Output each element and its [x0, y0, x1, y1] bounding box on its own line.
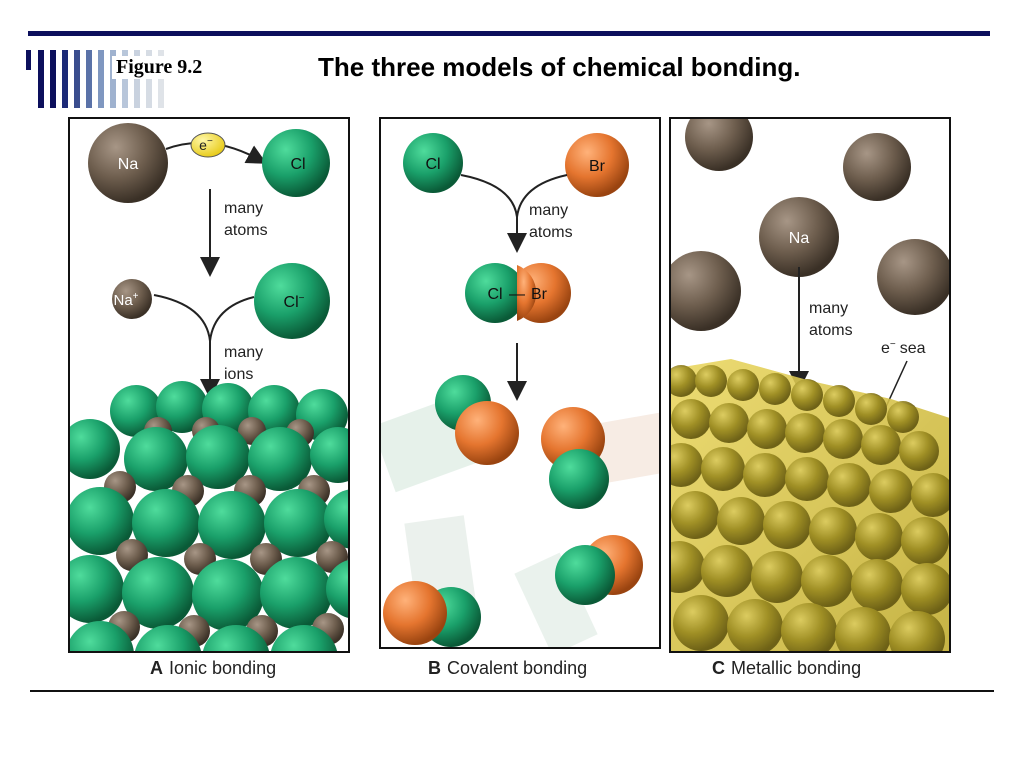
molecule-3 — [383, 581, 481, 647]
chloride-ion — [254, 263, 330, 339]
bottom-rule — [30, 690, 994, 692]
step2-line2: ions — [224, 366, 253, 383]
molecule-1 — [435, 375, 519, 465]
panel-covalent: Cl Br many atoms Cl — Br — [379, 117, 661, 649]
sodium-atom — [759, 197, 839, 277]
page-title: The three models of chemical bonding. — [318, 52, 801, 82]
electron-label: e− — [199, 136, 213, 153]
chlorine-atom-label: Cl — [425, 156, 440, 173]
metallic-diagram: Na many atoms e−sea — [671, 119, 949, 651]
sodium-atom-label: Na — [118, 156, 139, 173]
panel-metallic: Na many atoms e−sea — [669, 117, 951, 653]
sodium-atom — [88, 123, 168, 203]
chlorine-atom-label: Cl — [290, 156, 305, 173]
sea-label: e−sea — [881, 339, 926, 357]
bromine-atom — [565, 133, 629, 197]
step-line1: many — [809, 300, 848, 317]
molecule-2 — [541, 407, 609, 509]
metal-lattice — [671, 359, 949, 651]
covalent-diagram: Cl Br many atoms Cl — Br — [381, 133, 659, 647]
molecule-bond-label: — — [509, 286, 525, 303]
ionic-diagram: Na e− Cl many atoms Na+ Cl− many ions — [70, 123, 348, 651]
molecule-cl-label: Cl — [487, 286, 502, 303]
ionic-lattice — [70, 381, 348, 651]
top-rule — [28, 31, 990, 36]
electron-badge — [190, 132, 226, 158]
chlorine-atom — [403, 133, 463, 193]
molecule-br-label: Br — [531, 286, 548, 303]
step1-line2: atoms — [224, 222, 268, 239]
molecule-4 — [555, 535, 643, 605]
panel-ionic: Na e− Cl many atoms Na+ Cl− many ions — [68, 117, 350, 653]
clbr-molecule: Cl — Br — [465, 263, 571, 323]
chlorine-atom — [262, 129, 330, 197]
sodium-ion-label: Na+ — [113, 291, 138, 309]
step-line2: atoms — [529, 224, 573, 241]
sodium-atom-label: Na — [789, 230, 810, 247]
step2-line1: many — [224, 344, 263, 361]
sodium-ion — [112, 279, 152, 319]
step-line1: many — [529, 202, 568, 219]
step-line2: atoms — [809, 322, 853, 339]
step1-line1: many — [224, 200, 263, 217]
figure-label: Figure 9.2 — [112, 56, 207, 79]
chloride-ion-label: Cl− — [284, 293, 305, 311]
bromine-atom-label: Br — [589, 158, 606, 175]
